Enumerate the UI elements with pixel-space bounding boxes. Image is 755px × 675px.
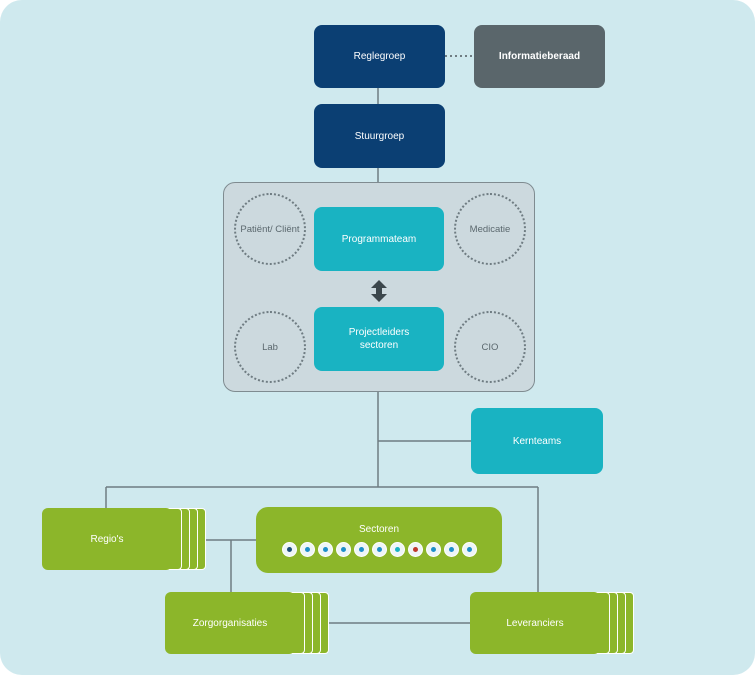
tooth-icon — [299, 542, 315, 557]
regios-label: Regio's — [90, 533, 124, 545]
regios-stack: Regio's — [42, 508, 208, 572]
pharmacy-icon — [443, 542, 459, 557]
plus-icon — [461, 542, 477, 557]
regios-box: Regio's — [42, 508, 172, 570]
leveranciers-stack: Leveranciers — [470, 592, 636, 656]
reglegroep-box: Reglegroep — [314, 25, 445, 88]
lab-label: Lab — [262, 341, 278, 353]
projectleiders-label: Projectleiders sectoren — [348, 327, 410, 351]
uterus-icon — [335, 542, 351, 557]
eye-icon — [389, 542, 405, 557]
wheelchair-icon — [317, 542, 333, 557]
cio-label: CIO — [481, 341, 499, 353]
tooth-2-icon — [371, 542, 387, 557]
reglegroep-label: Reglegroep — [353, 51, 406, 62]
projectleiders-box: Projectleiders sectoren — [314, 307, 444, 371]
leveranciers-label: Leveranciers — [506, 617, 564, 629]
circle-lab: Lab — [234, 311, 306, 383]
stuurgroep-label: Stuurgroep — [354, 130, 405, 142]
blood-drop-icon — [407, 542, 423, 557]
zorgorganisaties-label: Zorgorganisaties — [192, 617, 268, 629]
ambulance-icon — [425, 542, 441, 557]
circle-cio: CIO — [454, 311, 526, 383]
calendar-icon — [353, 542, 369, 557]
leveranciers-box: Leveranciers — [470, 592, 600, 654]
zorgorganisaties-box: Zorgorganisaties — [165, 592, 295, 654]
double-arrow-icon — [371, 280, 387, 302]
sector-icons — [281, 542, 477, 557]
programma-panel: Patiënt/ Cliënt Medicatie Lab CIO Progra… — [223, 182, 535, 392]
sectoren-box: Sectoren — [256, 507, 502, 573]
zorgorganisaties-stack: Zorgorganisaties — [165, 592, 331, 656]
programmateam-label: Programmateam — [341, 233, 417, 245]
stuurgroep-box: Stuurgroep — [314, 104, 445, 168]
sectoren-label: Sectoren — [358, 524, 400, 535]
people-icon — [281, 542, 297, 557]
kernteams-label: Kernteams — [512, 435, 562, 447]
medicatie-label: Medicatie — [469, 223, 511, 235]
kernteams-box: Kernteams — [471, 408, 603, 474]
informatieberaad-label: Informatieberaad — [498, 51, 581, 62]
patient-client-label: Patiënt/ Cliënt — [240, 223, 300, 235]
circle-patient-client: Patiënt/ Cliënt — [234, 193, 306, 265]
circle-medicatie: Medicatie — [454, 193, 526, 265]
programmateam-box: Programmateam — [314, 207, 444, 271]
informatieberaad-box: Informatieberaad — [474, 25, 605, 88]
